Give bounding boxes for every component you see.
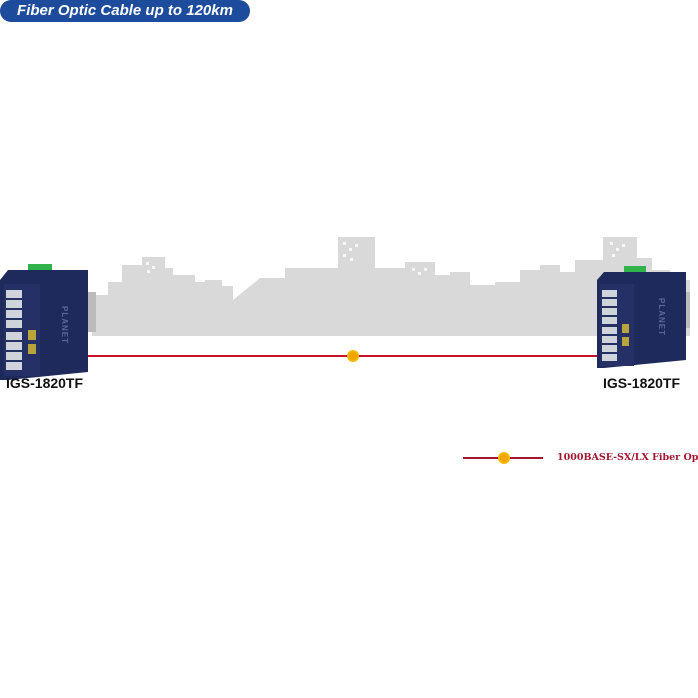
legend-badge-icon [498, 452, 510, 464]
fiber-badge-icon [347, 350, 359, 362]
fiber-distance-label: Fiber Optic Cable up to 120km [0, 0, 250, 22]
device-brand-right: PLANET [657, 298, 666, 336]
device-brand-left: PLANET [60, 306, 69, 344]
switch-right [597, 266, 690, 368]
switch-left [0, 264, 96, 380]
legend-label: 1000BASE-SX/LX Fiber Optic [557, 452, 698, 463]
device-label-right: IGS-1820TF [603, 375, 681, 391]
device-label-left: IGS-1820TF [6, 375, 84, 391]
